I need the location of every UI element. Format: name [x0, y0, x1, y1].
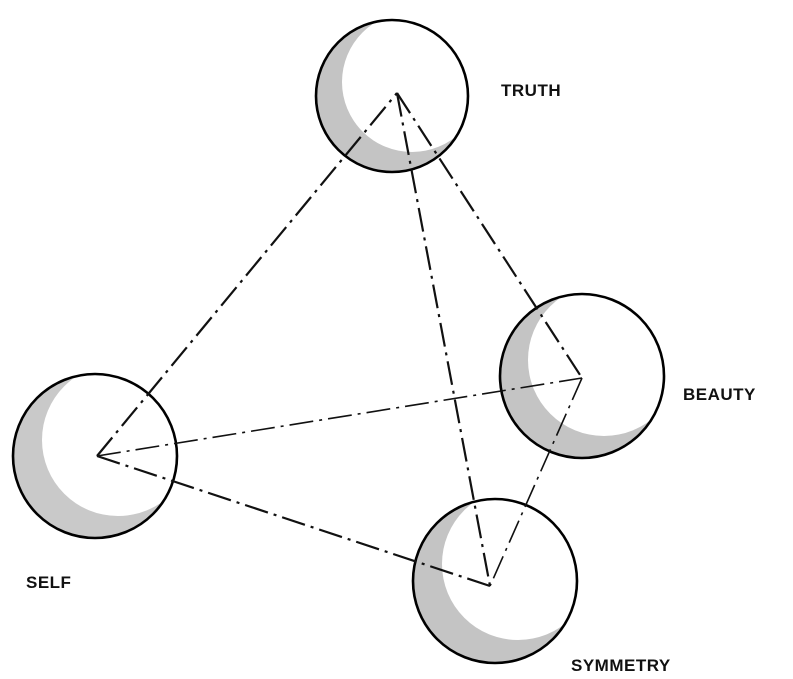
sphere-self: [13, 364, 194, 538]
label-self: SELF: [26, 573, 71, 592]
label-symmetry: SYMMETRY: [571, 656, 671, 675]
label-truth: TRUTH: [501, 81, 561, 100]
edge-truth-beauty: [397, 93, 582, 378]
label-beauty: BEAUTY: [683, 385, 756, 404]
edge-self-truth: [97, 93, 397, 456]
sphere-symmetry: [413, 488, 594, 663]
sphere-beauty: [500, 284, 680, 458]
edge-self-symmetry: [97, 456, 490, 586]
sphere-truth: [316, 12, 482, 172]
